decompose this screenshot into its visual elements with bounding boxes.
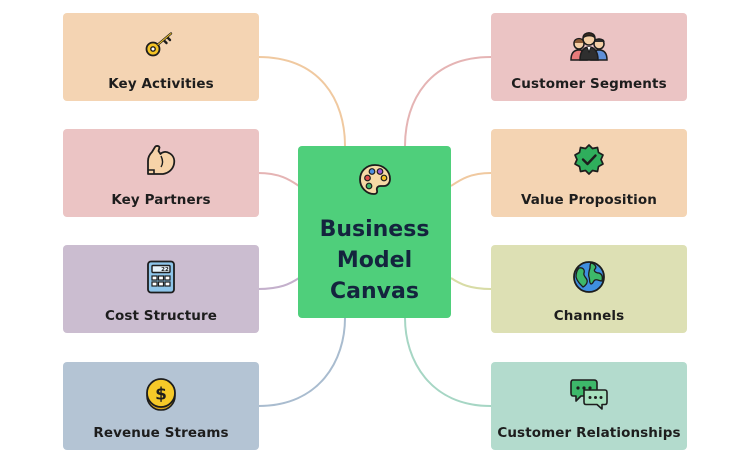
node-value-proposition[interactable]: Value Proposition bbox=[491, 129, 687, 217]
connector-cost-structure bbox=[257, 277, 300, 290]
center-node-business-model-canvas[interactable]: Business Model Canvas bbox=[298, 146, 451, 318]
node-customer-segments[interactable]: Customer Segments bbox=[491, 13, 687, 101]
node-key-activities[interactable]: Key Activities bbox=[63, 13, 259, 101]
verified-badge-icon bbox=[491, 143, 687, 179]
calculator-display-text: 22 bbox=[161, 267, 169, 273]
node-label: Customer Segments bbox=[511, 76, 667, 92]
center-title: Business Model Canvas bbox=[298, 214, 451, 307]
center-title-line-3: Canvas bbox=[330, 279, 419, 304]
connector-key-partners bbox=[257, 172, 300, 187]
center-title-line-2: Model bbox=[336, 248, 413, 273]
node-label: Key Activities bbox=[108, 76, 214, 92]
globe-icon bbox=[491, 259, 687, 295]
people-group-icon bbox=[491, 27, 687, 63]
connector-value-proposition bbox=[450, 172, 492, 187]
center-title-line-1: Business bbox=[319, 217, 430, 242]
connector-channels bbox=[450, 277, 492, 290]
dollar-coin-icon: $ bbox=[63, 376, 259, 412]
node-channels[interactable]: Channels bbox=[491, 245, 687, 333]
connector-customer-segments bbox=[404, 56, 492, 147]
coin-symbol: $ bbox=[155, 385, 167, 405]
calculator-icon: 22 bbox=[63, 259, 259, 295]
node-label: Key Partners bbox=[111, 192, 211, 208]
connector-revenue-streams bbox=[257, 317, 346, 407]
flexed-bicep-icon bbox=[63, 143, 259, 179]
node-label: Revenue Streams bbox=[93, 425, 229, 441]
connector-customer-relationships bbox=[404, 317, 492, 407]
node-customer-relationships[interactable]: Customer Relationships bbox=[491, 362, 687, 450]
palette-icon bbox=[298, 162, 451, 198]
node-key-partners[interactable]: Key Partners bbox=[63, 129, 259, 217]
node-label: Value Proposition bbox=[520, 192, 657, 208]
key-icon bbox=[63, 27, 259, 63]
node-label: Channels bbox=[553, 308, 625, 324]
node-label: Cost Structure bbox=[104, 308, 218, 324]
chat-bubbles-icon bbox=[491, 376, 687, 412]
node-label: Customer Relationships bbox=[497, 425, 681, 441]
connector-key-activities bbox=[257, 56, 346, 147]
node-revenue-streams[interactable]: $ Revenue Streams bbox=[63, 362, 259, 450]
node-cost-structure[interactable]: 22 Cost Structure bbox=[63, 245, 259, 333]
